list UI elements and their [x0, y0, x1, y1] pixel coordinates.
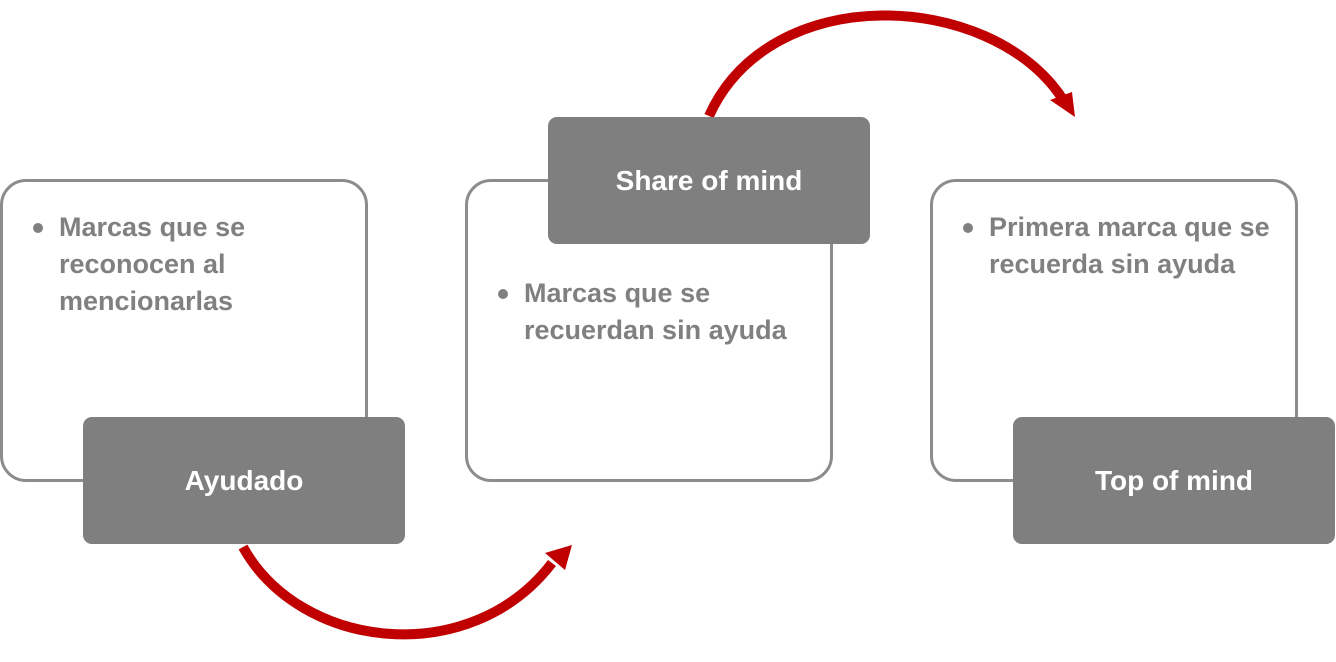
bullet-icon	[498, 289, 508, 299]
bullet-icon	[963, 223, 973, 233]
stage-bullet: Marcas que se recuerdan sin ayuda	[498, 275, 818, 349]
arrow-ayudado-to-share	[238, 544, 556, 640]
stage-label-top-of-mind: Top of mind	[1013, 417, 1335, 544]
stage-label-share-of-mind: Share of mind	[548, 117, 870, 244]
bullet-icon	[33, 223, 43, 233]
stage-label-text: Share of mind	[615, 164, 803, 196]
bullet-text: Primera marca que se recuerda sin ayuda	[989, 212, 1270, 279]
arrow-head-2	[1050, 92, 1075, 117]
arrow-share-to-top	[704, 10, 1067, 119]
bullet-text: Marcas que se reconocen al mencionarlas	[59, 212, 246, 316]
stage-label-text: Top of mind	[1094, 464, 1254, 496]
bullet-text: Marcas que se recuerdan sin ayuda	[524, 278, 787, 345]
stage-bullet: Primera marca que se recuerda sin ayuda	[963, 209, 1283, 283]
arrow-head-1	[545, 545, 572, 570]
stage-label-text: Ayudado	[184, 464, 304, 496]
stage-label-ayudado: Ayudado	[83, 417, 405, 544]
stage-bullet: Marcas que se reconocen al mencionarlas	[33, 209, 353, 320]
